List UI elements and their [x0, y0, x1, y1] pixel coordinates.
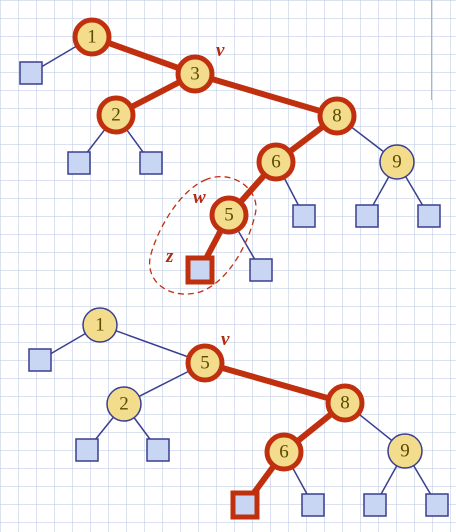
leaf-node	[146, 438, 170, 462]
node-key: 1	[95, 315, 105, 336]
label-v: v	[216, 40, 225, 61]
label-v: v	[221, 329, 230, 350]
node-key: 9	[400, 441, 410, 462]
guide-line	[431, 0, 432, 100]
leaf-node	[292, 204, 316, 228]
leaf-node	[417, 204, 441, 228]
top-tree: 1 3 2 8 6 9 5 v w z	[19, 17, 441, 295]
node-5: 5	[185, 343, 225, 383]
bottom-tree-normal-edges	[39, 324, 438, 506]
label-z: z	[165, 246, 174, 267]
node-5: 5	[209, 195, 249, 235]
node-3: 3	[175, 54, 215, 94]
node-1: 1	[82, 307, 118, 343]
node-key: 2	[119, 394, 129, 415]
edge-3-8	[192, 71, 340, 119]
node-key: 5	[200, 353, 210, 374]
node-2: 2	[106, 386, 142, 422]
edge-5-8	[202, 360, 348, 406]
node-key: 6	[279, 442, 289, 463]
leaf-node	[75, 438, 99, 462]
node-key: 8	[332, 106, 342, 127]
top-tree-leaves	[19, 61, 441, 282]
node-key: 1	[87, 27, 97, 48]
leaf-node	[363, 493, 387, 517]
leaf-node	[425, 493, 449, 517]
bottom-tree-leaves	[28, 348, 449, 517]
leaf-node	[67, 151, 91, 175]
node-6: 6	[256, 142, 296, 182]
label-w: w	[193, 187, 206, 208]
leaf-node	[19, 61, 43, 85]
node-key: 6	[271, 152, 281, 173]
bottom-tree-highlighted-edges	[202, 360, 348, 508]
leaf-node	[249, 258, 273, 282]
leaf-node	[139, 151, 163, 175]
leaf-node-z	[185, 255, 215, 285]
node-1: 1	[72, 17, 112, 57]
leaf-node-highlighted	[230, 490, 260, 520]
leaf-node	[301, 493, 325, 517]
node-key: 2	[111, 105, 121, 126]
node-8: 8	[325, 383, 365, 423]
restructure-region-outline	[149, 175, 257, 295]
node-8: 8	[317, 96, 357, 136]
node-2: 2	[96, 95, 136, 135]
bottom-tree: 1 5 2 8 6 9 v	[28, 307, 449, 520]
leaf-node	[28, 348, 52, 372]
node-9: 9	[379, 144, 415, 180]
node-6: 6	[264, 432, 304, 472]
top-tree-highlighted-edges	[89, 34, 340, 273]
node-key: 5	[224, 205, 234, 226]
node-key: 8	[340, 393, 350, 414]
leaf-node	[355, 204, 379, 228]
node-key: 3	[190, 64, 200, 85]
node-key: 9	[392, 152, 402, 173]
node-9: 9	[387, 433, 423, 469]
